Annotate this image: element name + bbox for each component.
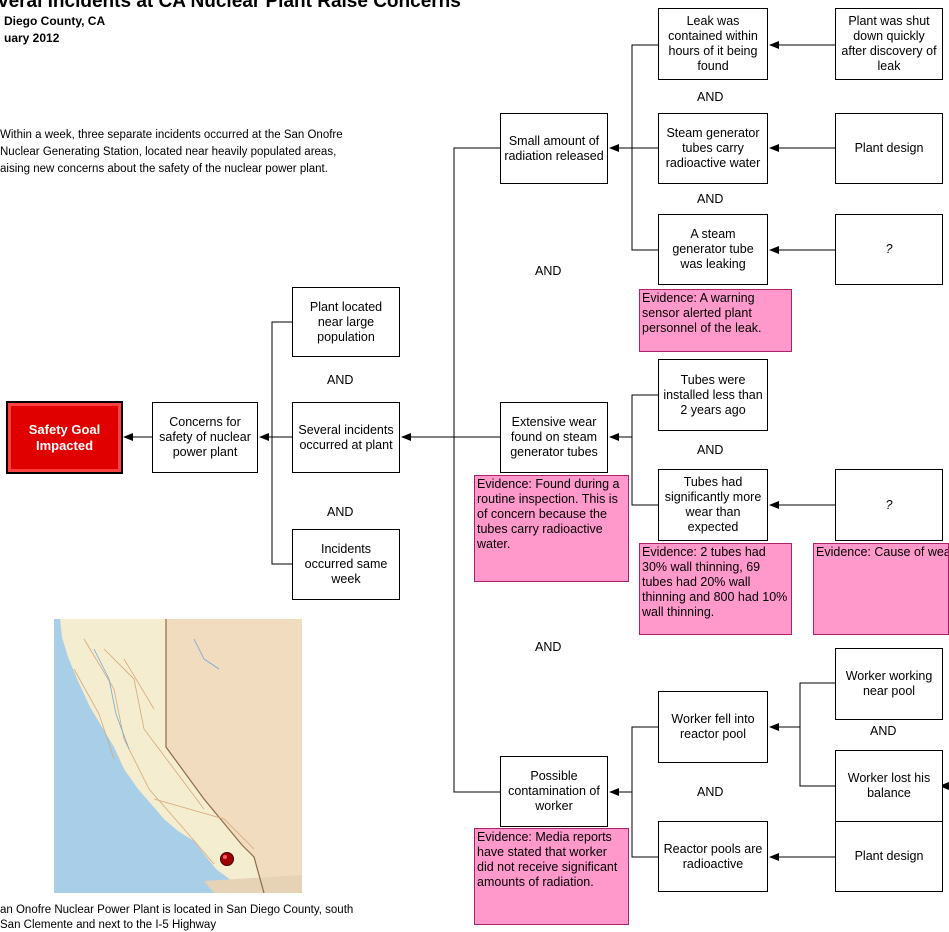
node-worker-fell: Worker fell into reactor pool bbox=[658, 691, 768, 763]
date-label: uary 2012 bbox=[4, 31, 60, 45]
page-title: veral Incidents at CA Nuclear Plant Rais… bbox=[0, 0, 461, 12]
node-unknown-1: ? bbox=[835, 214, 943, 285]
node-worker-lost-balance: Worker lost his balance bbox=[835, 750, 943, 822]
node-plant-design-2: Plant design bbox=[835, 821, 943, 892]
evidence-media-reports: Evidence: Media reports have stated that… bbox=[474, 828, 629, 925]
location-label: Diego County, CA bbox=[4, 14, 106, 28]
and-label: AND bbox=[697, 785, 724, 799]
evidence-wear-unknown: Evidence: Cause of wear is unknown at th… bbox=[813, 543, 949, 635]
and-label: AND bbox=[697, 90, 724, 104]
and-label: AND bbox=[535, 640, 562, 654]
and-label: AND bbox=[870, 724, 897, 738]
safety-goal-box: Safety Goal Impacted bbox=[6, 401, 123, 474]
node-pools-radioactive: Reactor pools are radioactive bbox=[658, 821, 768, 892]
evidence-routine-inspection: Evidence: Found during a routine inspect… bbox=[474, 475, 629, 582]
and-label: AND bbox=[327, 373, 354, 387]
node-extensive-wear: Extensive wear found on steam generator … bbox=[500, 402, 608, 473]
node-tubes-installed: Tubes were installed less than 2 years a… bbox=[658, 359, 768, 431]
and-label: AND bbox=[327, 505, 354, 519]
node-small-radiation: Small amount of radiation released bbox=[500, 113, 608, 184]
node-worker-near-pool: Worker working near pool bbox=[835, 648, 943, 720]
map-caption-line-1: an Onofre Nuclear Power Plant is located… bbox=[0, 904, 354, 916]
node-shut-down: Plant was shut down quickly after discov… bbox=[835, 8, 943, 80]
node-several-incidents: Several incidents occurred at plant bbox=[292, 402, 400, 473]
intro-line-1: Within a week, three separate incidents … bbox=[0, 129, 343, 141]
california-map bbox=[54, 619, 302, 893]
node-tubes-carry: Steam generator tubes carry radioactive … bbox=[658, 113, 768, 184]
evidence-wall-thinning: Evidence: 2 tubes had 30% wall thinning,… bbox=[639, 543, 792, 635]
evidence-leak-sensor: Evidence: A warning sensor alerted plant… bbox=[639, 289, 792, 352]
node-unknown-2: ? bbox=[835, 469, 943, 541]
node-contamination: Possible contamination of worker bbox=[500, 756, 608, 827]
and-label: AND bbox=[697, 192, 724, 206]
and-label: AND bbox=[697, 443, 724, 457]
node-tube-leaking: A steam generator tube was leaking bbox=[658, 214, 768, 285]
node-concerns: Concerns for safety of nuclear power pla… bbox=[152, 402, 258, 473]
node-more-wear: Tubes had significantly more wear than e… bbox=[658, 469, 768, 541]
node-leak-contained: Leak was contained within hours of it be… bbox=[658, 8, 768, 80]
intro-line-3: aising new concerns about the safety of … bbox=[0, 163, 328, 175]
intro-line-2: Nuclear Generating Station, located near… bbox=[0, 146, 337, 158]
and-label: AND bbox=[535, 264, 562, 278]
node-near-population: Plant located near large population bbox=[292, 287, 400, 357]
map-caption-line-2: San Clemente and next to the I-5 Highway bbox=[0, 919, 217, 931]
node-same-week: Incidents occurred same week bbox=[292, 529, 400, 600]
node-plant-design-1: Plant design bbox=[835, 113, 943, 184]
